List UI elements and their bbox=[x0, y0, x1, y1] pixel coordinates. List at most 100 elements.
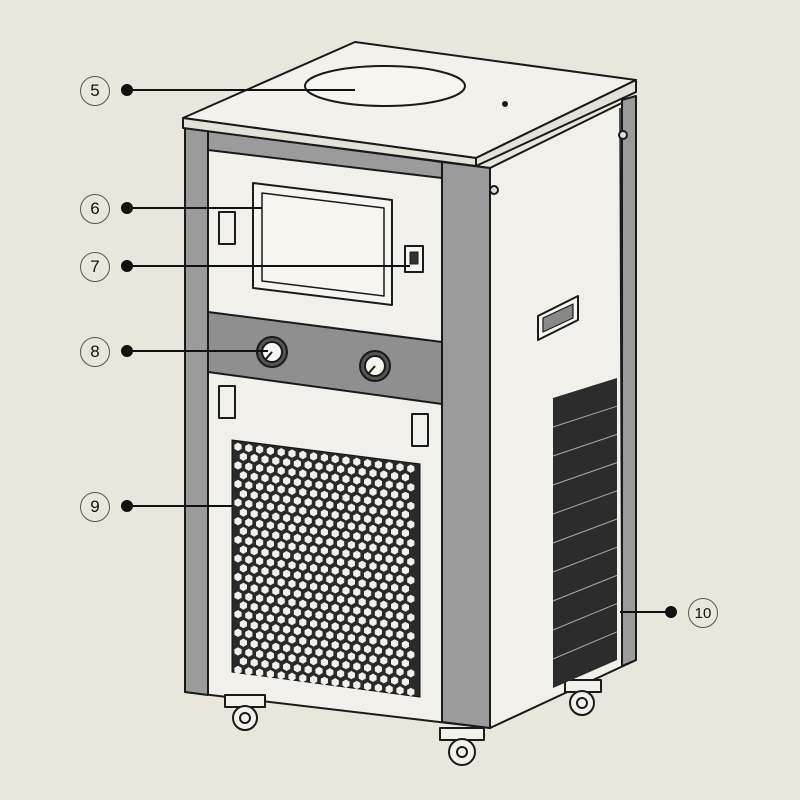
grille-hole bbox=[283, 569, 291, 578]
wheel bbox=[224, 679, 602, 766]
grille-hole bbox=[353, 662, 361, 671]
grille-hole bbox=[293, 664, 301, 673]
grille-hole bbox=[315, 499, 323, 508]
grille-hole bbox=[369, 673, 377, 682]
grille-hole bbox=[331, 585, 339, 594]
grille-hole bbox=[320, 453, 328, 462]
grille-hole bbox=[288, 523, 296, 533]
grille-hole bbox=[374, 627, 382, 637]
grille-hole bbox=[364, 663, 372, 672]
grille-hole bbox=[353, 606, 361, 615]
grille-hole bbox=[380, 600, 388, 609]
grille-hole bbox=[272, 605, 280, 614]
grille-hole bbox=[364, 645, 372, 654]
grille-hole bbox=[256, 649, 264, 659]
grille-hole bbox=[407, 650, 415, 659]
grille-hole bbox=[304, 684, 312, 693]
grille-hole bbox=[374, 460, 382, 469]
grille-hole bbox=[315, 573, 323, 583]
grille-hole bbox=[245, 629, 253, 639]
grille-hole bbox=[385, 647, 393, 657]
grille-hole bbox=[250, 677, 258, 686]
grille-hole bbox=[293, 682, 301, 691]
grille-hole bbox=[256, 463, 264, 473]
callout-5: 5 bbox=[80, 76, 110, 106]
grille-hole bbox=[396, 518, 404, 528]
grille-hole bbox=[380, 582, 388, 591]
grille-hole bbox=[331, 640, 339, 650]
grille-hole bbox=[326, 668, 334, 677]
grille-hole bbox=[369, 506, 377, 515]
grille-hole bbox=[266, 539, 274, 549]
grille-hole bbox=[380, 563, 388, 572]
grille-hole bbox=[396, 463, 404, 472]
grille-hole bbox=[304, 535, 312, 544]
grille-hole bbox=[374, 553, 382, 562]
grille-hole bbox=[320, 658, 328, 667]
grille-hole bbox=[239, 545, 247, 554]
grille-hole bbox=[310, 638, 318, 647]
grille-hole bbox=[347, 484, 355, 494]
grille-hole bbox=[293, 496, 301, 505]
grille-hole bbox=[304, 479, 312, 488]
grille-hole bbox=[353, 532, 361, 541]
grille-hole bbox=[407, 613, 415, 622]
grille-hole bbox=[337, 576, 345, 585]
grille-hole bbox=[299, 636, 307, 646]
grille-hole bbox=[396, 611, 404, 621]
grille-hole bbox=[266, 669, 274, 679]
grille-hole bbox=[239, 638, 247, 647]
grille-hole bbox=[369, 469, 377, 478]
grille-hole bbox=[277, 448, 285, 457]
grille-hole bbox=[326, 482, 334, 491]
grille-hole bbox=[320, 620, 328, 630]
grille-hole bbox=[364, 514, 372, 524]
grille-hole bbox=[401, 491, 409, 501]
grille-hole bbox=[364, 477, 372, 486]
callout-6: 6 bbox=[80, 194, 110, 224]
grille-hole bbox=[342, 586, 350, 595]
grille-hole bbox=[266, 465, 274, 474]
grille-hole bbox=[353, 569, 361, 578]
grille-hole bbox=[272, 512, 280, 521]
grille-hole bbox=[380, 656, 388, 665]
grille-hole bbox=[385, 666, 393, 675]
grille-hole bbox=[256, 538, 264, 547]
grille-hole bbox=[326, 612, 334, 621]
grille-hole bbox=[256, 594, 264, 603]
grille-hole bbox=[310, 582, 318, 591]
grille-hole bbox=[283, 606, 291, 616]
leader-9 bbox=[121, 500, 232, 512]
grille-hole bbox=[342, 642, 350, 651]
grille-hole bbox=[261, 529, 269, 539]
grille-hole bbox=[293, 626, 301, 636]
grille-hole bbox=[380, 526, 388, 535]
grille-hole bbox=[331, 622, 339, 631]
grille-hole bbox=[331, 603, 339, 613]
grille-hole bbox=[374, 646, 382, 655]
grille-hole bbox=[250, 509, 258, 519]
grille-hole bbox=[239, 657, 247, 666]
grille-hole bbox=[364, 533, 372, 542]
grille-hole bbox=[380, 489, 388, 498]
grille-hole bbox=[396, 500, 404, 509]
grille-hole bbox=[342, 474, 350, 484]
grille-hole bbox=[337, 520, 345, 530]
grille-hole bbox=[293, 515, 301, 524]
grille-hole bbox=[337, 595, 345, 604]
grille-hole bbox=[391, 676, 399, 685]
grille-hole bbox=[401, 510, 409, 519]
grille-hole bbox=[331, 547, 339, 557]
knob-right bbox=[359, 350, 391, 382]
grille-hole bbox=[239, 582, 247, 592]
grille-hole bbox=[380, 675, 388, 684]
grille-hole bbox=[342, 530, 350, 540]
grille-hole bbox=[326, 537, 334, 547]
grille-hole bbox=[234, 535, 242, 544]
grille-hole bbox=[396, 686, 404, 695]
grille-hole bbox=[315, 536, 323, 545]
grille-hole bbox=[283, 476, 291, 485]
grille-hole bbox=[369, 524, 377, 534]
grille-hole bbox=[374, 590, 382, 599]
